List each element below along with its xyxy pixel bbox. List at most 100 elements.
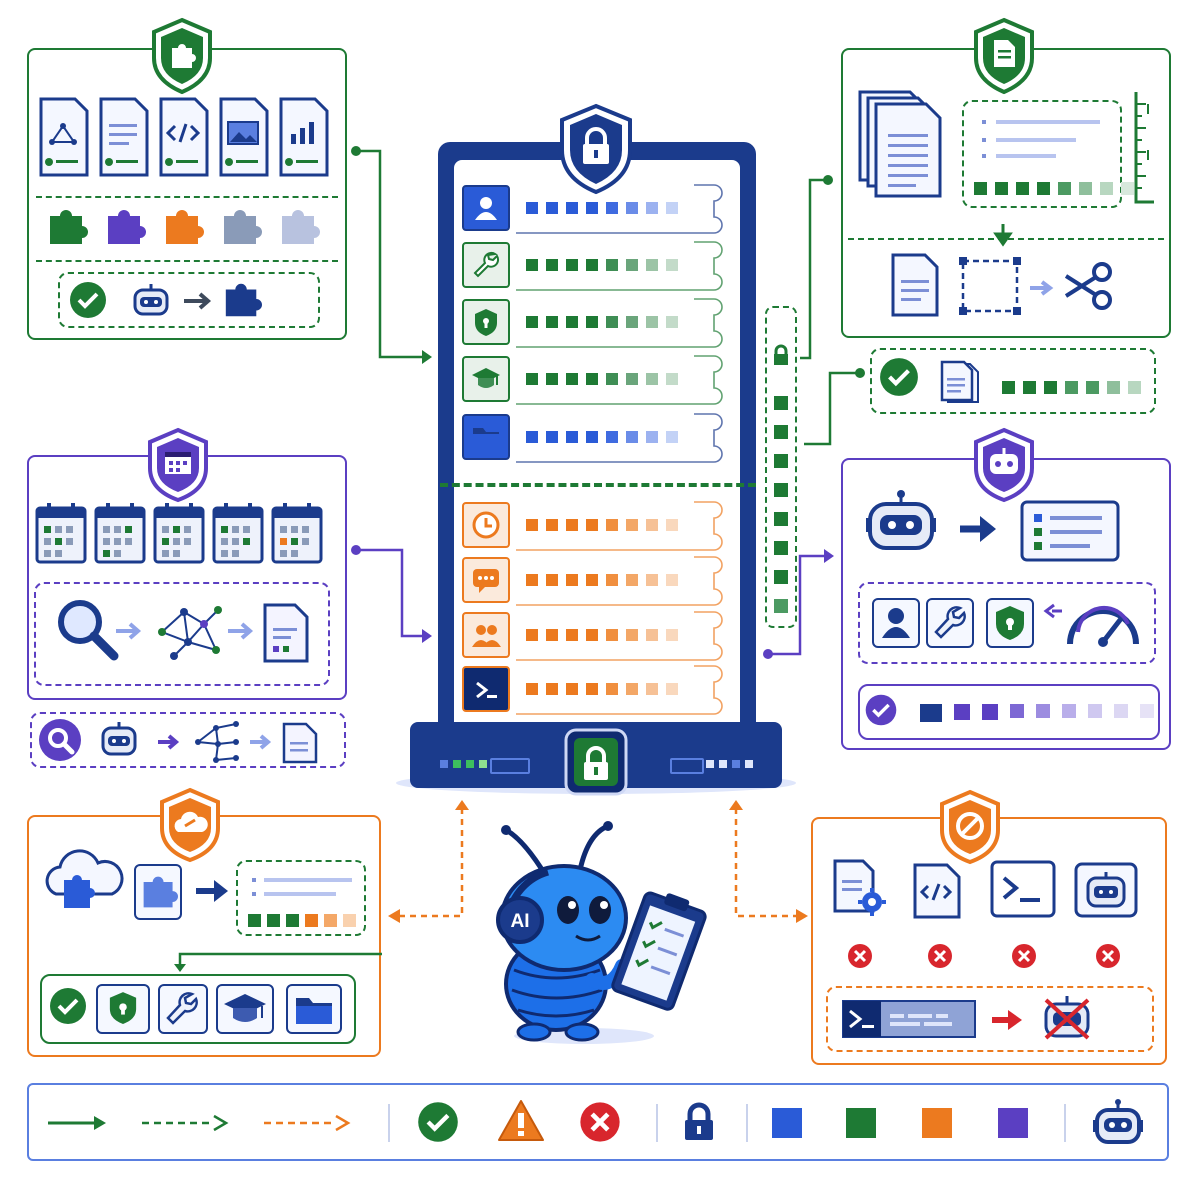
connector-orange-right bbox=[729, 800, 808, 923]
calendar-icon bbox=[212, 503, 264, 564]
check-icon bbox=[880, 358, 918, 396]
blocked-robot-icon bbox=[1044, 996, 1090, 1040]
status-leds bbox=[706, 760, 753, 768]
connector-green bbox=[804, 368, 865, 446]
image-document-icon bbox=[219, 97, 269, 177]
folder-icon bbox=[473, 428, 499, 447]
server-slot bbox=[462, 412, 726, 463]
blocked-command-box bbox=[826, 986, 1154, 1052]
meter-cell bbox=[774, 512, 788, 526]
arrow-right-icon bbox=[158, 734, 180, 750]
slot-progress-dots bbox=[526, 519, 678, 531]
progress-dots bbox=[248, 914, 356, 927]
server-slot bbox=[462, 610, 726, 661]
green-puzzle-icon bbox=[50, 210, 88, 244]
connector-green bbox=[800, 175, 833, 360]
graduation-cap-icon bbox=[472, 368, 500, 388]
gray-puzzle-icon bbox=[224, 210, 262, 244]
server-divider bbox=[440, 483, 756, 487]
blue-square bbox=[772, 1108, 802, 1138]
network-graph-icon bbox=[195, 721, 239, 763]
server-lock-shield bbox=[560, 103, 632, 195]
calendar-icon bbox=[94, 503, 146, 564]
plugin-validation-box bbox=[58, 272, 320, 328]
agent-tools-box bbox=[858, 582, 1156, 664]
calendar-shield-badge bbox=[148, 427, 208, 503]
document-stack-icon bbox=[858, 90, 942, 198]
shield-icon bbox=[109, 992, 137, 1024]
list-card-icon bbox=[1020, 500, 1120, 562]
terminal-icon bbox=[476, 681, 497, 699]
slot-bracket bbox=[516, 413, 723, 463]
user-icon bbox=[882, 608, 910, 638]
chart-document-icon bbox=[279, 97, 329, 177]
arrow-right-icon bbox=[960, 516, 996, 542]
slot-bracket bbox=[516, 665, 723, 715]
ai-badge-text: AI bbox=[511, 911, 530, 932]
meter-cell bbox=[774, 541, 788, 555]
status-leds bbox=[440, 760, 487, 768]
robot-icon bbox=[1093, 1099, 1143, 1144]
legend-separator bbox=[388, 1104, 390, 1142]
lock-icon bbox=[774, 344, 788, 365]
slot-progress-dots bbox=[526, 373, 678, 385]
chat-icon bbox=[473, 569, 499, 593]
calendar-row bbox=[34, 500, 334, 568]
progress-dots bbox=[920, 704, 1154, 722]
chip-lock-icon bbox=[564, 728, 628, 796]
slot-bracket bbox=[516, 298, 723, 348]
puzzle-shield-badge bbox=[152, 17, 212, 95]
wrench-tile bbox=[158, 984, 208, 1034]
server-slot bbox=[462, 664, 726, 715]
robot-shield-badge bbox=[974, 427, 1034, 503]
arrow-right-icon bbox=[184, 292, 212, 310]
legend-separator bbox=[656, 1104, 658, 1142]
connector-green bbox=[174, 952, 382, 972]
connector-purple bbox=[763, 549, 834, 659]
arrow-right-icon bbox=[992, 1010, 1022, 1030]
cloud-shield-badge bbox=[160, 787, 220, 863]
magnifier-icon bbox=[58, 600, 119, 661]
slot-progress-dots bbox=[526, 202, 678, 214]
error-icon bbox=[580, 1102, 620, 1142]
selection-box-icon bbox=[959, 257, 1021, 315]
meter-cell bbox=[774, 396, 788, 410]
check-icon bbox=[418, 1102, 458, 1142]
extraction-box bbox=[962, 100, 1122, 208]
legend-separator bbox=[1064, 1104, 1066, 1142]
error-icon bbox=[1096, 944, 1120, 968]
progress-dots bbox=[1002, 381, 1141, 394]
slot-bracket bbox=[516, 355, 723, 405]
divider bbox=[36, 260, 338, 262]
server-slot bbox=[462, 354, 726, 405]
slot-progress-dots bbox=[526, 259, 678, 271]
processed-status-box bbox=[870, 348, 1156, 414]
slot-icon-tile bbox=[462, 502, 510, 548]
solid-arrow-icon bbox=[48, 1116, 106, 1130]
slot-progress-dots bbox=[526, 431, 678, 443]
graph-document-icon bbox=[39, 97, 89, 177]
calendar-icon bbox=[153, 503, 205, 564]
scissors-icon bbox=[1064, 262, 1112, 310]
drive-bay bbox=[670, 758, 704, 774]
orange-puzzle-icon bbox=[166, 210, 204, 244]
slot-bracket bbox=[516, 241, 723, 291]
puzzle-icon bbox=[143, 876, 178, 908]
document-icon bbox=[891, 253, 939, 317]
meter-cell bbox=[774, 425, 788, 439]
drive-bay bbox=[490, 758, 530, 774]
slot-bracket bbox=[516, 611, 723, 661]
blue-puzzle-icon bbox=[225, 283, 262, 317]
blocked-shield-badge bbox=[940, 789, 1000, 865]
green-square bbox=[846, 1108, 876, 1138]
arrow-down-icon bbox=[993, 224, 1013, 247]
ruler-icon bbox=[1134, 92, 1154, 204]
shield-icon bbox=[996, 606, 1024, 640]
search-flow-box bbox=[34, 582, 330, 686]
purple-square bbox=[998, 1108, 1028, 1138]
slot-bracket bbox=[516, 556, 723, 606]
connector-green bbox=[351, 146, 432, 364]
report-document-icon bbox=[263, 603, 309, 663]
connector-orange-left bbox=[388, 800, 469, 923]
settings-document-icon bbox=[833, 859, 886, 916]
